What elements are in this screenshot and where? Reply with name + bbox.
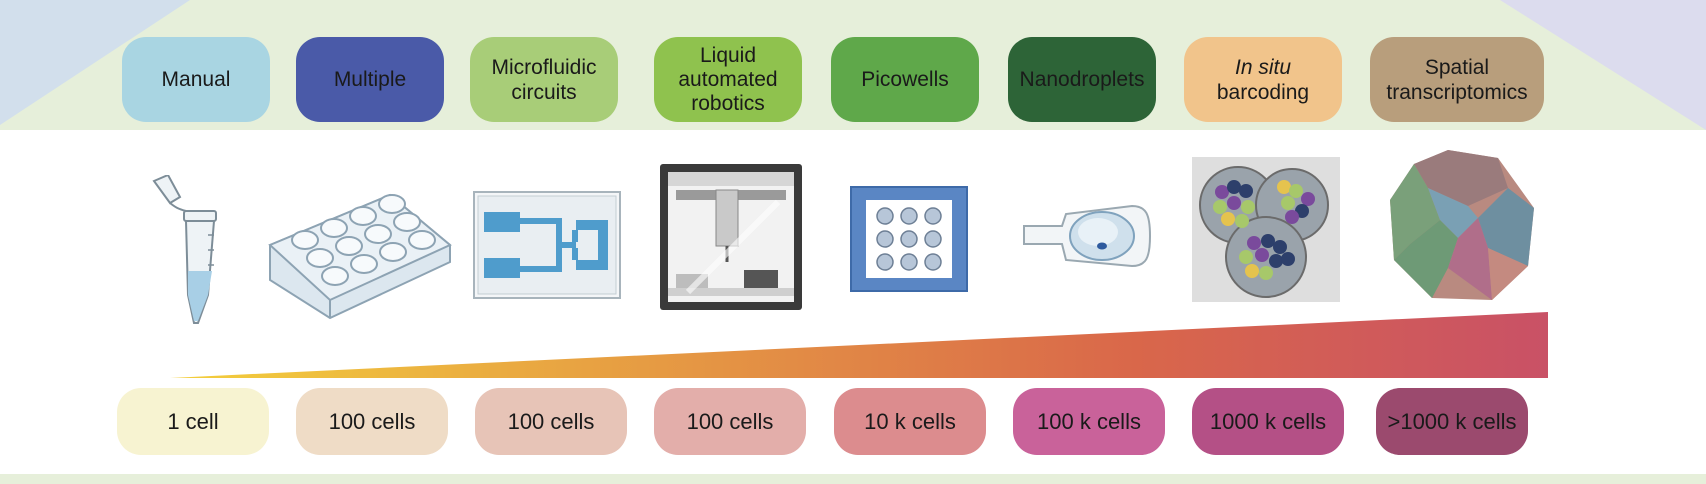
throughput-1000k-cells: 1000 k cells (1192, 388, 1344, 455)
in-situ-barcoding-icon (1192, 157, 1340, 302)
throughput-gradient (170, 312, 1548, 378)
microfluidic-chip-icon (473, 191, 621, 299)
method-multiple: Multiple (296, 37, 444, 122)
spatial-array-icon (1390, 150, 1534, 300)
left-corner-triangle (0, 0, 190, 125)
throughput-100-cells-a: 100 cells (296, 388, 448, 455)
right-corner-triangle (1500, 0, 1706, 130)
throughput-over-1000k-cells: >1000 k cells (1376, 388, 1528, 455)
method-microfluidic-circuits: Microfluidic circuits (470, 37, 618, 122)
method-liquid-automated-robotics: Liquid automated robotics (654, 37, 802, 122)
liquid-handling-robot-icon (660, 164, 802, 310)
method-spatial-transcriptomics: Spatial transcriptomics (1370, 37, 1544, 122)
method-in-situ-barcoding: In situ barcoding (1184, 37, 1342, 122)
nanodroplet-icon (1023, 204, 1152, 268)
method-picowells: Picowells (831, 37, 979, 122)
method-nanodroplets: Nanodroplets (1008, 37, 1156, 122)
throughput-1-cell: 1 cell (117, 388, 269, 455)
throughput-100k-cells: 100 k cells (1013, 388, 1165, 455)
throughput-100-cells-c: 100 cells (654, 388, 806, 455)
picowell-array-icon (850, 186, 968, 292)
multiwell-plate-icon (268, 193, 452, 320)
throughput-10k-cells: 10 k cells (834, 388, 986, 455)
method-manual: Manual (122, 37, 270, 122)
throughput-100-cells-b: 100 cells (475, 388, 627, 455)
microcentrifuge-tube-icon (152, 175, 217, 324)
